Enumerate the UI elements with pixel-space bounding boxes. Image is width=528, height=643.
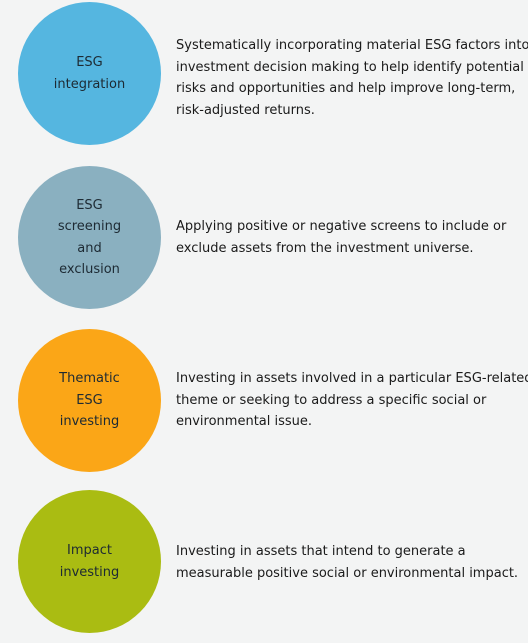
- strategy-row-impact-investing: Impact investing Investing in assets tha…: [0, 490, 528, 634]
- circle-label-line: investing: [59, 414, 120, 430]
- description-line: measurable positive social or environmen…: [176, 565, 519, 581]
- circle-label-line: screening: [57, 219, 122, 234]
- description-line: risk-adjusted returns.: [176, 102, 315, 118]
- strategy-circle-thematic-esg-investing: Thematic ESG investing: [18, 329, 161, 472]
- circle-label-line: ESG: [76, 197, 103, 213]
- strategy-circle-impact-investing: Impact investing: [18, 490, 161, 633]
- circle-label-line: investing: [59, 564, 120, 580]
- description-line: Investing in assets involved in a partic…: [176, 371, 528, 386]
- strategy-row-esg-screening-exclusion: ESG screening and exclusion Applying pos…: [0, 166, 528, 310]
- strategy-description-esg-screening-exclusion: Applying positive or negative screens to…: [176, 216, 521, 259]
- circle-label-line: exclusion: [59, 262, 120, 277]
- strategy-description-esg-integration: Systematically incorporating material ES…: [176, 35, 528, 121]
- circle-label-line: integration: [53, 76, 126, 92]
- strategy-description-thematic-esg-investing: Investing in assets involved in a partic…: [176, 368, 528, 433]
- description-line: Systematically incorporating material ES…: [176, 38, 528, 53]
- description-line: risks and opportunities and help improve…: [176, 81, 516, 96]
- description-line: environmental issue.: [176, 414, 313, 429]
- circle-label-line: ESG: [76, 55, 103, 70]
- strategy-circle-esg-integration: ESG integration: [18, 2, 161, 145]
- circle-label-line: Thematic: [59, 371, 120, 387]
- description-line: Investing in assets that intend to gener…: [176, 544, 466, 559]
- description-line: exclude assets from the investment unive…: [176, 240, 474, 256]
- description-line: Applying positive or negative screens to…: [176, 219, 507, 234]
- description-line: theme or seeking to address a specific s…: [176, 392, 487, 408]
- description-line: investment decision making to help ident…: [176, 59, 524, 75]
- circle-label-line: and: [77, 240, 102, 256]
- circle-label-line: Impact: [67, 543, 112, 558]
- circle-label-line: ESG: [76, 392, 103, 408]
- strategy-circle-esg-screening-exclusion: ESG screening and exclusion: [18, 166, 161, 309]
- strategy-row-esg-integration: ESG integration Systematically incorpora…: [0, 2, 528, 146]
- strategy-description-impact-investing: Investing in assets that intend to gener…: [176, 541, 521, 584]
- strategy-row-thematic-esg-investing: Thematic ESG investing Investing in asse…: [0, 329, 528, 473]
